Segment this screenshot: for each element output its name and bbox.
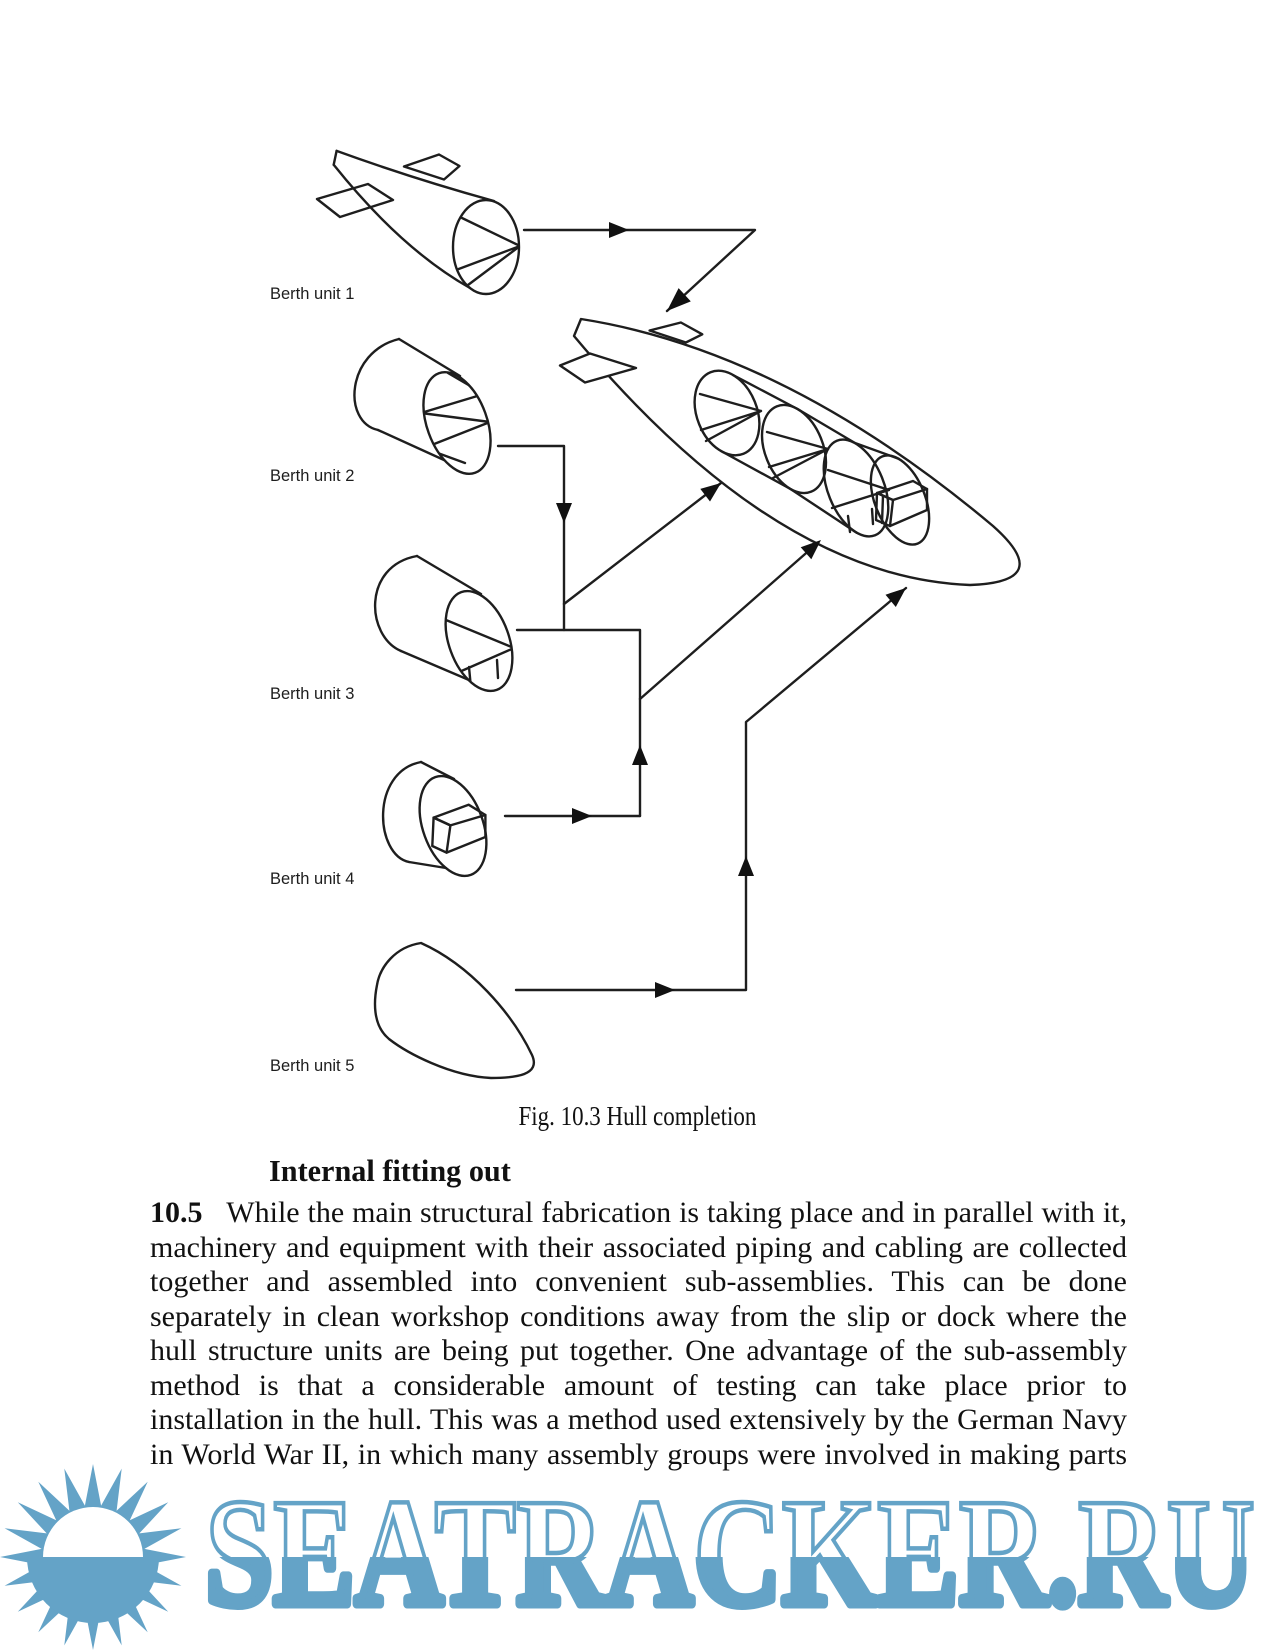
svg-text:Berth unit 2: Berth unit 2 xyxy=(270,467,354,485)
svg-text:Berth unit 1: Berth unit 1 xyxy=(270,285,354,303)
svg-text:SEATRACKER.RU: SEATRACKER.RU xyxy=(205,1468,1255,1638)
svg-text:Berth unit 4: Berth unit 4 xyxy=(270,870,354,888)
svg-text:Berth unit 3: Berth unit 3 xyxy=(270,685,354,703)
svg-text:Berth unit 5: Berth unit 5 xyxy=(270,1057,354,1075)
svg-text:SEATRACKER.RU: SEATRACKER.RU xyxy=(205,1468,1255,1638)
